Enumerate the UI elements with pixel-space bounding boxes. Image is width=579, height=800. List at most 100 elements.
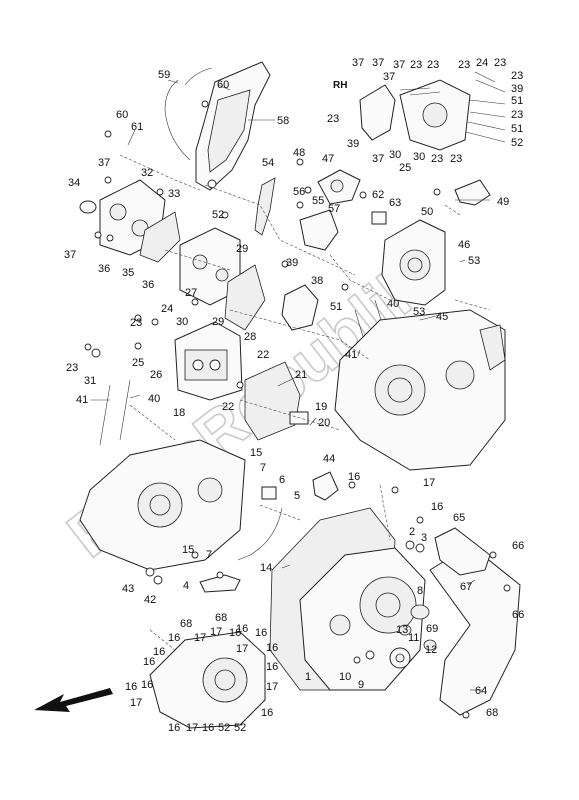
callout: 34 — [68, 177, 80, 189]
callout: 22 — [222, 401, 234, 413]
callout: 17 — [130, 697, 142, 709]
callout: 20 — [318, 417, 330, 429]
part-gasket-28 — [224, 264, 266, 331]
callout: 36 — [142, 279, 154, 291]
callout: 23 — [66, 362, 78, 374]
part-left-cover — [149, 631, 266, 729]
callout: 37 — [64, 249, 76, 261]
callout: 16 — [141, 679, 153, 691]
callout: 25 — [132, 357, 144, 369]
part-crankcase-right — [334, 309, 506, 471]
callout: 27 — [185, 287, 197, 299]
part-crankcase-left — [79, 439, 246, 571]
part-gasket-59 — [164, 67, 213, 161]
callout: 23 — [427, 59, 439, 71]
callout: 51 — [330, 301, 342, 313]
part-cover-44 — [312, 471, 339, 501]
callout: 16 — [143, 656, 155, 668]
callout: 40 — [148, 393, 160, 405]
callout: 32 — [141, 167, 153, 179]
part-plug-10 — [353, 656, 361, 664]
callout: 18 — [173, 407, 185, 419]
callout: 10 — [339, 671, 351, 683]
callout: 44 — [323, 453, 335, 465]
callout: 4 — [183, 580, 189, 592]
callout: 40 — [387, 298, 399, 310]
part-plug-3 — [415, 543, 425, 553]
callout: 16 — [266, 661, 278, 673]
part-rh-cover — [359, 79, 471, 151]
callout: 16 — [168, 632, 180, 644]
callout: 24 — [161, 303, 173, 315]
callout: 42 — [144, 594, 156, 606]
part-plug-42 — [153, 575, 163, 585]
leader-lines — [90, 71, 506, 691]
callout: 24 — [476, 57, 488, 69]
callout: 63 — [389, 197, 401, 209]
callout: 68 — [215, 612, 227, 624]
callout-labels: 59 60 58 60 61 37 34 32 33 37 36 35 36 5… — [64, 57, 524, 734]
callout: 46 — [458, 239, 470, 251]
callout: 11 — [408, 632, 419, 644]
callout: 50 — [421, 206, 433, 218]
callout: 23 — [511, 109, 523, 121]
callout: 48 — [293, 147, 305, 159]
callout: 14 — [260, 562, 272, 574]
callout: 53 — [413, 306, 425, 318]
part-cam-cover-58 — [195, 61, 271, 191]
callout: 16 — [125, 681, 137, 693]
callout: 37 — [372, 57, 384, 69]
callout: 13 — [396, 624, 408, 636]
callout: 56 — [293, 186, 305, 198]
callout: 16 — [261, 707, 273, 719]
part-cylinder-head-18 — [174, 321, 243, 401]
callout: 60 — [217, 79, 229, 91]
callout: 16 — [168, 722, 180, 734]
callout: 45 — [436, 311, 448, 323]
callout: 17 — [194, 632, 206, 644]
callout: 7 — [260, 462, 266, 474]
part-studs-41-40 — [99, 379, 131, 446]
callout: 38 — [311, 275, 323, 287]
callout: 37 — [383, 71, 395, 83]
callout: 16 — [229, 627, 241, 639]
callout: 30 — [389, 149, 401, 161]
callout: 35 — [122, 267, 134, 279]
callout: 17 — [266, 681, 278, 693]
callout: 52 — [234, 722, 246, 734]
callout: 23 — [327, 113, 339, 125]
callout: 1 — [305, 671, 311, 683]
callout: 23 — [494, 57, 506, 69]
callout: 22 — [257, 349, 269, 361]
part-bracket-55 — [299, 209, 339, 251]
callout: 55 — [312, 195, 324, 207]
callout: 23 — [458, 59, 470, 71]
callout: 37 — [352, 57, 364, 69]
callout: 39 — [511, 83, 523, 95]
callout: 16 — [202, 722, 214, 734]
part-crankcase-cover-46 — [381, 219, 446, 306]
callout: 58 — [277, 115, 289, 127]
callout: 37 — [393, 59, 405, 71]
callout: 23 — [410, 59, 422, 71]
callout: 41 — [76, 394, 88, 406]
callout: 67 — [460, 581, 472, 593]
callout: 59 — [158, 69, 170, 81]
callout: 19 — [315, 401, 327, 413]
part-bracket-6 — [237, 486, 283, 561]
callout: 6 — [279, 474, 285, 486]
part-cylinder-head-cover — [179, 227, 241, 306]
callout: 41 — [345, 349, 357, 361]
callout: 17 — [423, 477, 435, 489]
callout: 52 — [218, 722, 230, 734]
callout: 64 — [475, 685, 487, 697]
callout: 30 — [176, 316, 188, 328]
callout: 16 — [266, 642, 278, 654]
callout: 47 — [322, 153, 334, 165]
callout: 29 — [212, 316, 224, 328]
callout: 23 — [431, 153, 443, 165]
callout: 62 — [372, 189, 384, 201]
callout: 66 — [512, 540, 524, 552]
part-plug-9 — [365, 650, 375, 660]
